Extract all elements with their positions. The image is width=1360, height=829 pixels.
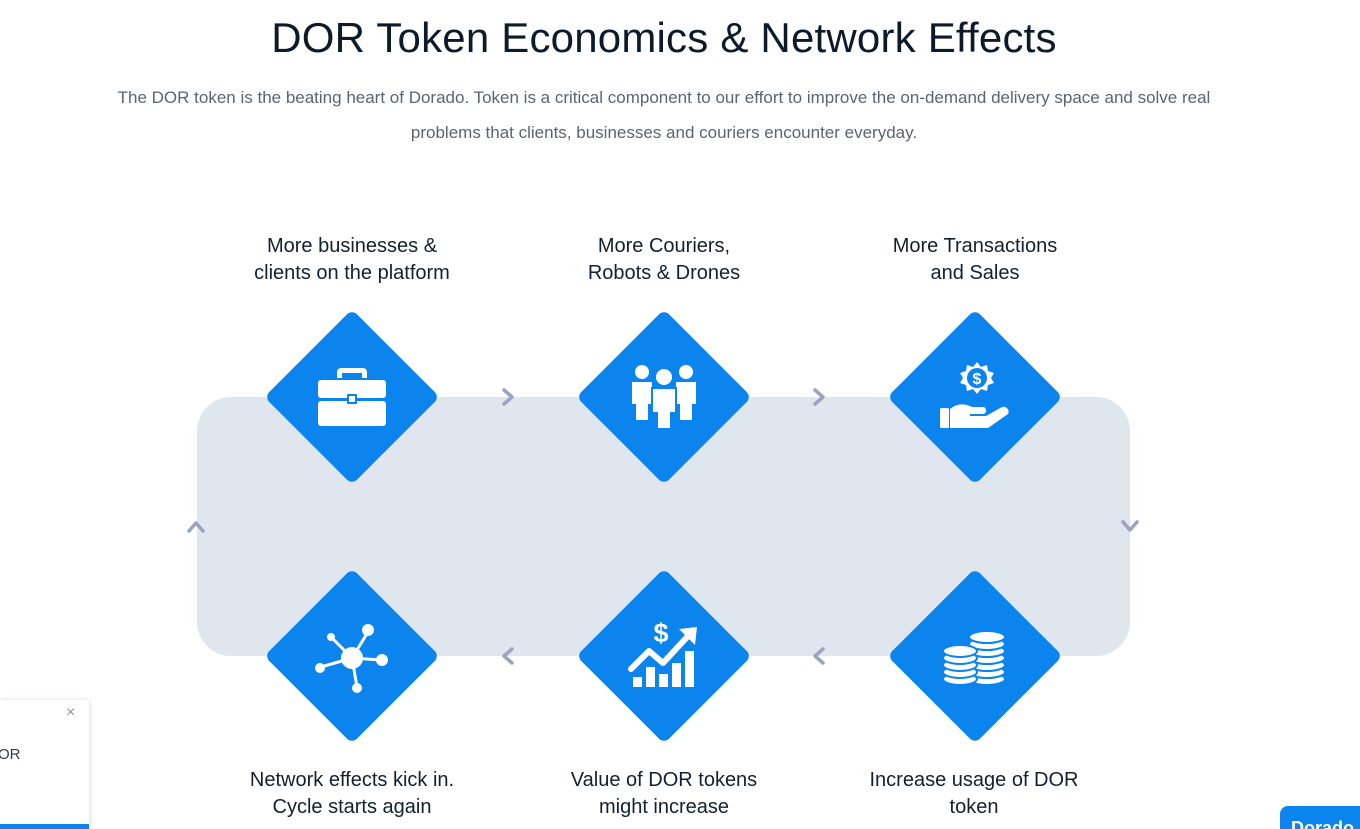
network-nodes-icon xyxy=(315,624,388,693)
hand-money-icon: $ xyxy=(940,362,1009,428)
chevron-left-icon xyxy=(813,647,825,665)
close-icon[interactable]: × xyxy=(66,704,76,721)
subtitle-line-2: problems that clients, businesses and co… xyxy=(410,123,918,142)
chevron-up-icon xyxy=(187,521,205,533)
briefcase-icon xyxy=(318,368,386,426)
step-label-network-effects: Network effects kick in.Cycle starts aga… xyxy=(249,769,455,818)
coin-stack-icon xyxy=(942,630,1006,686)
toast-progress-bar xyxy=(0,824,89,829)
svg-text:$: $ xyxy=(653,618,668,648)
step-label-businesses: More businesses &clients on the platform xyxy=(254,235,450,284)
chevron-left-icon xyxy=(502,647,514,665)
chevron-right-icon xyxy=(813,388,825,406)
notification-toast: × OR xyxy=(0,700,89,829)
dorado-chat-button[interactable]: Dorado xyxy=(1280,806,1360,829)
subtitle-line-1: The DOR token is the beating heart of Do… xyxy=(117,88,1211,107)
svg-text:$: $ xyxy=(973,371,982,388)
step-label-couriers: More Couriers,Robots & Drones xyxy=(587,235,741,284)
people-group-icon xyxy=(632,365,696,430)
page-title: DOR Token Economics & Network Effects xyxy=(271,14,1057,61)
chevron-down-icon xyxy=(1121,520,1139,532)
toast-text: OR xyxy=(0,746,21,763)
page-subtitle: The DOR token is the beating heart of Do… xyxy=(24,80,1304,150)
dollar-growth-chart-icon: $ xyxy=(628,618,697,687)
chevron-right-icon xyxy=(502,388,514,406)
